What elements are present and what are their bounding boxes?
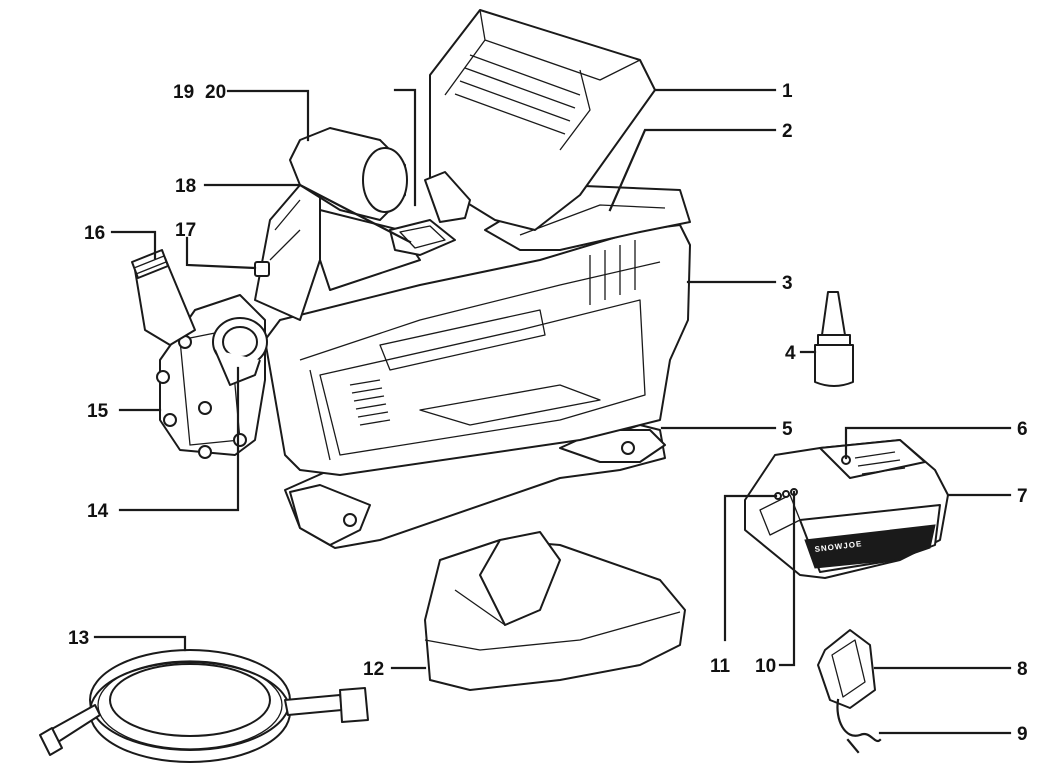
filter-cover-rim — [424, 611, 681, 651]
callout-18: 18 — [175, 176, 196, 197]
callout-6: 6 — [1017, 419, 1028, 440]
charger-body — [817, 629, 876, 709]
indicator-light — [254, 261, 270, 277]
callout-14: 14 — [87, 501, 109, 522]
main-unit — [131, 9, 691, 549]
suction-filter-cover — [424, 531, 686, 691]
leader-14 — [118, 366, 240, 512]
callout-17: 17 — [175, 220, 196, 241]
filter-cover-neck-base — [454, 589, 541, 626]
battery-cover-edge — [559, 69, 591, 151]
battery-charger — [817, 629, 882, 754]
leader-16 — [110, 230, 157, 260]
housing-ridge — [299, 261, 661, 361]
pump-bolt-3 — [198, 401, 212, 415]
water-inlet-thread — [131, 249, 169, 279]
callout-8: 8 — [1017, 659, 1028, 680]
callout-20: 20 — [205, 82, 226, 103]
leader-17 — [185, 236, 257, 270]
callout-10: 10 — [755, 656, 776, 677]
leader-6 — [844, 426, 1012, 460]
battery-cover-ribs — [454, 54, 581, 135]
pump-bolt-6 — [233, 433, 247, 447]
callout-15: 15 — [87, 401, 109, 422]
battery-gauge — [759, 494, 801, 536]
hose-connector-left — [39, 727, 63, 756]
leader-10 — [778, 490, 796, 667]
pump-bolt-1 — [156, 370, 170, 384]
bottle-nozzle — [821, 291, 846, 336]
housing-panel — [319, 299, 646, 456]
water-outlet-bore — [222, 326, 258, 358]
lubricant-bottle — [814, 291, 854, 387]
water-inlet-thread-lines — [133, 255, 167, 275]
base-screw-hole-left — [343, 513, 357, 527]
hose-end-right — [284, 694, 343, 716]
charger-plug-tip — [846, 738, 860, 754]
callout-2: 2 — [782, 121, 793, 142]
battery-release-latch — [424, 171, 471, 223]
housing-inset — [379, 309, 546, 371]
led-lens — [362, 147, 408, 213]
callout-5: 5 — [782, 419, 793, 440]
charger-cord — [836, 698, 882, 743]
battery-cover-top — [444, 9, 641, 96]
callout-11: 11 — [710, 656, 731, 677]
leader-19 — [226, 89, 310, 142]
callout-labels: 1 2 3 4 5 6 7 8 9 10 11 12 13 14 15 16 1… — [68, 81, 1028, 745]
vent-slots-side — [589, 240, 636, 305]
housing-lower-inset — [419, 384, 601, 426]
battery-pack: SNOWJOE — [744, 439, 949, 579]
bottle-body — [814, 344, 854, 387]
charger-face — [831, 639, 866, 698]
leader-13 — [93, 635, 187, 652]
pump-bolt-2 — [163, 413, 177, 427]
vent-slots-front — [349, 379, 391, 426]
callout-9: 9 — [1017, 724, 1028, 745]
base-foot-left — [289, 484, 371, 546]
callout-7: 7 — [1017, 486, 1028, 507]
hose-connector-right — [339, 687, 369, 723]
garden-hose — [39, 649, 369, 763]
bottle-cap — [817, 334, 851, 346]
leader-lines — [93, 88, 1012, 735]
leader-18 — [203, 183, 412, 244]
callout-19: 19 — [173, 82, 194, 103]
callout-4: 4 — [785, 343, 796, 364]
callout-16: 16 — [84, 223, 105, 244]
callout-13: 13 — [68, 628, 89, 649]
battery-grip-band — [804, 524, 936, 569]
callout-1: 1 — [782, 81, 793, 102]
leader-20 — [393, 88, 417, 207]
base-screw-hole-right — [621, 441, 635, 455]
pump-bolt-4 — [198, 445, 212, 459]
power-switch — [389, 219, 456, 256]
housing-edge-left — [309, 369, 331, 461]
handle-arch — [254, 184, 321, 321]
callout-12: 12 — [363, 659, 384, 680]
callout-3: 3 — [782, 273, 793, 294]
leader-2 — [608, 128, 777, 212]
leader-11 — [723, 494, 778, 642]
hose-coil-mid — [109, 663, 271, 737]
battery-compartment-inner — [519, 204, 666, 236]
battery-contacts — [854, 451, 906, 475]
handle-arch-detail — [269, 199, 301, 261]
battery-led-2 — [782, 490, 790, 498]
